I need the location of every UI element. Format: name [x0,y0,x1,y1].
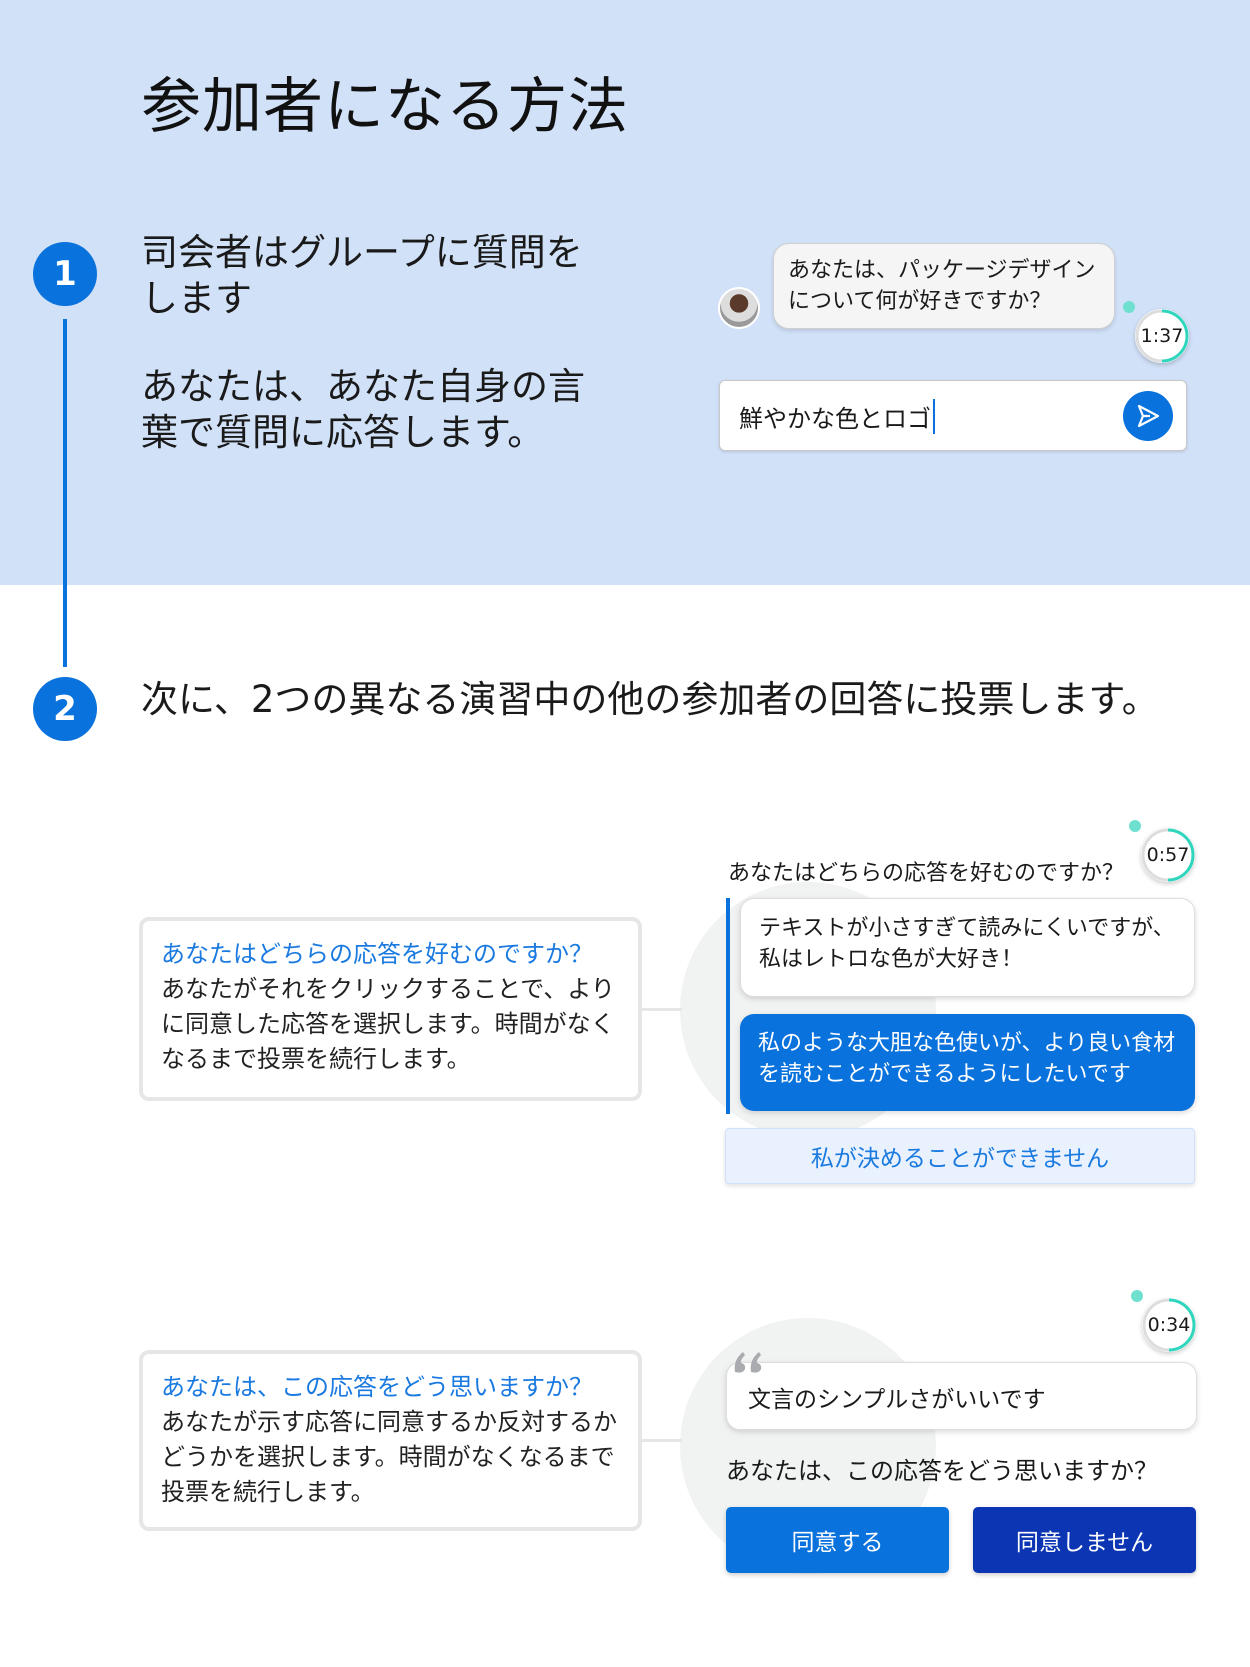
timer-ring-icon [1142,1298,1196,1352]
answer-input[interactable]: 鮮やかな色とロゴ [719,380,1187,451]
agree-button[interactable]: 同意する [726,1507,949,1573]
page-title: 参加者になる方法 [141,72,629,142]
card-title: あなたはどちらの応答を好むのですか？ [161,940,593,968]
step-1-subtext: あなたは、あなた自身の言葉で質問に応答します。 [141,365,585,454]
card-title: あなたは、この応答をどう思いますか？ [161,1373,593,1401]
avatar [718,287,760,329]
send-button[interactable] [1123,391,1173,441]
explanation-card: あなたはどちらの応答を好むのですか？ あなたがそれをクリックすることで、よりに同… [139,917,642,1101]
vote-question: あなたはどちらの応答を好むのですか？ [728,861,1125,886]
send-icon [1137,404,1160,428]
cant-decide-button[interactable]: 私が決めることができません [725,1128,1195,1184]
step-1-text: 司会者はグループに質問をします [141,231,583,320]
quote-icon [734,1352,762,1373]
timer-text: 1:37 [1140,325,1184,347]
answer-input-value: 鮮やかな色とロゴ [739,399,935,434]
explanation-card: あなたは、この応答をどう思いますか？ あなたが示す応答に同意するか反対するかどう… [139,1350,642,1531]
step-connector-line [63,319,67,667]
timer: 0:57 [1141,828,1195,882]
timer-text: 0:34 [1147,1314,1191,1336]
step-2-badge: 2 [33,677,97,741]
timer-text: 0:57 [1146,844,1190,866]
step-2-text: 次に、2つの異なる演習中の他の参加者の回答に投票します。 [141,678,1159,721]
timer-ring-icon [1141,828,1195,882]
timer: 1:37 [1135,309,1189,363]
card-body: あなたがそれをクリックすることで、よりに同意した応答を選択します。時間がなくなる… [161,975,615,1073]
timer-ring-icon [1135,309,1189,363]
step-1-badge: 1 [33,242,97,306]
timer: 0:34 [1142,1298,1196,1352]
opinion-question: あなたは、この応答をどう思いますか？ [726,1457,1158,1485]
selection-bar [726,898,730,1114]
card-body: あなたが示す応答に同意するか反対するかどうかを選択します。時間がなくなるまで投票… [161,1408,617,1506]
status-dot [1129,820,1141,832]
response-option-1[interactable]: テキストが小さすぎて読みにくいですが、私はレトロな色が大好き！ [740,898,1195,997]
connector [642,1008,682,1011]
response-option-2[interactable]: 私のような大胆な色使いが、より良い食材を読むことができるようにしたいです [740,1014,1195,1111]
status-dot [1131,1290,1143,1302]
response-card: 文言のシンプルさがいいです [726,1362,1197,1430]
disagree-button[interactable]: 同意しません [973,1507,1196,1573]
connector [642,1439,682,1442]
status-dot [1123,301,1135,313]
question-bubble: あなたは、パッケージデザインについて何が好きですか？ [773,243,1115,329]
